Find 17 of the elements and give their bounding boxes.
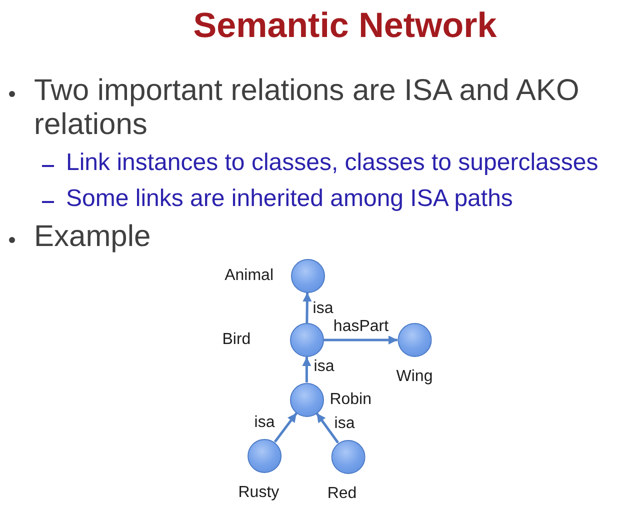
sub-bullet-text: Link instances to classes, classes to superclasses bbox=[66, 149, 600, 177]
node-label: Wing bbox=[396, 368, 433, 386]
arrow bbox=[316, 412, 340, 444]
edge-label: hasPart bbox=[332, 318, 390, 336]
node-label: Animal bbox=[224, 266, 274, 284]
node-label: Bird bbox=[222, 331, 251, 349]
bullet-text: Two important relations are ISA and AKO relations bbox=[34, 74, 580, 142]
arrow bbox=[302, 357, 312, 382]
slide-title: Semantic Network bbox=[193, 6, 497, 46]
arrow bbox=[324, 336, 398, 344]
node-label: Robin bbox=[330, 390, 372, 408]
node-label: Rusty bbox=[238, 484, 280, 502]
bullet-text: Example bbox=[34, 220, 152, 254]
arrow bbox=[302, 292, 312, 324]
arrow bbox=[274, 412, 298, 443]
node-label: Red bbox=[327, 484, 357, 502]
sub-bullet-text: Some links are inherited among ISA paths bbox=[66, 185, 514, 213]
